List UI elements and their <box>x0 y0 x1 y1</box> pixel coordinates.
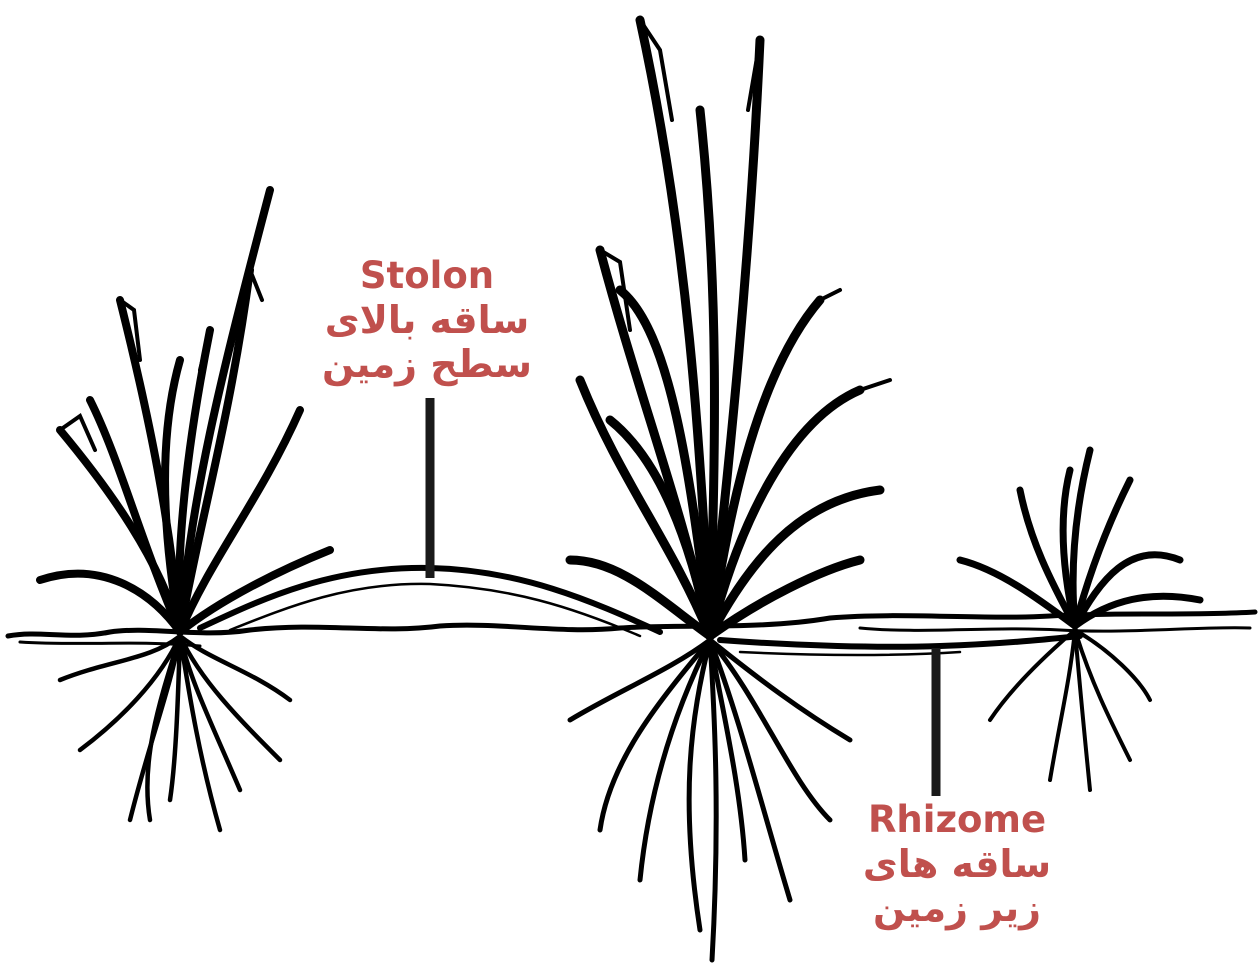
rhizome-label: Rhizome ساقه های زیر زمین <box>812 798 1102 931</box>
left-roots <box>60 636 290 830</box>
right-grass-clump <box>960 450 1200 790</box>
rhizome-persian-line2: زیر زمین <box>812 886 1102 931</box>
rhizome-english-label: Rhizome <box>812 798 1102 842</box>
right-roots <box>990 630 1150 790</box>
center-roots <box>570 640 850 960</box>
stolon-english-label: Stolon <box>282 254 572 298</box>
rhizome-stem <box>720 636 1080 647</box>
rhizome-persian-line1: ساقه های <box>812 842 1102 887</box>
stolon-persian-line1: ساقه بالای <box>282 298 572 343</box>
right-leaves <box>960 450 1200 626</box>
rhizome-stem-inner <box>740 652 960 655</box>
center-leaves <box>570 20 880 636</box>
stolon-label: Stolon ساقه بالای سطح زمین <box>282 254 572 387</box>
stolon-persian-line2: سطح زمین <box>282 342 572 387</box>
